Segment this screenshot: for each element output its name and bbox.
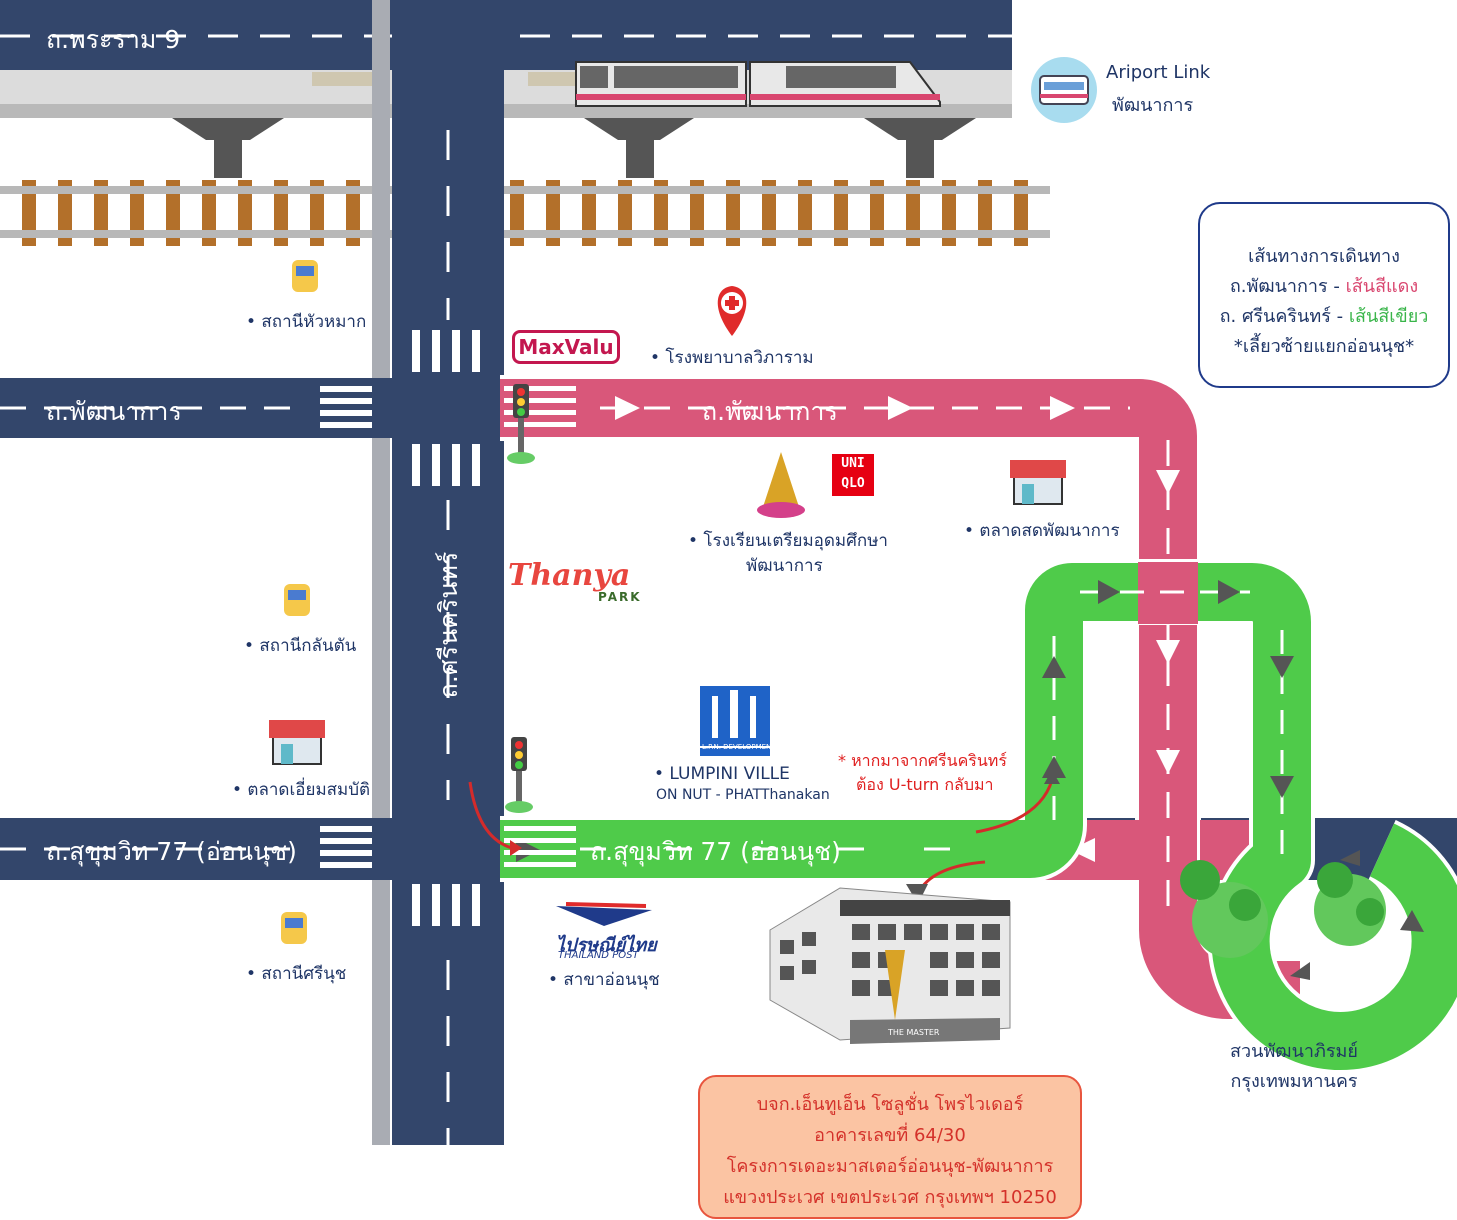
uturn-note-line2: ต้อง U-turn กลับมา bbox=[856, 775, 994, 794]
hospital-pin-icon bbox=[717, 286, 747, 336]
traffic-light-icon bbox=[505, 737, 533, 813]
thanya-logo-text: Thanya bbox=[508, 558, 631, 593]
traffic-light-icon bbox=[507, 384, 535, 464]
legend-red-line: เส้นสีแดง bbox=[1345, 276, 1419, 297]
road-name-srinakarin: ถ.ศรีนครินทร์ bbox=[434, 551, 463, 699]
legend-note: *เลี้ยวซ้ายแยกอ่อนนุช* bbox=[1233, 336, 1415, 357]
market-phatthanakan-label: • ตลาดสดพัฒนาการ bbox=[964, 521, 1120, 541]
road-name-sukhumvit-left: ถ.สุขุมวิท 77 (อ่อนนุช) bbox=[46, 837, 297, 866]
rama9-road bbox=[0, 0, 1012, 70]
route-legend: เส้นทางการเดินทาง ถ.พัฒนาการ - เส้นสีแดง… bbox=[1198, 202, 1450, 388]
phatthanakan-road-left bbox=[0, 378, 504, 438]
legend-title: เส้นทางการเดินทาง bbox=[1248, 246, 1400, 267]
legend-row-green: ถ. ศรีนครินทร์ - เส้นสีเขียว bbox=[1200, 302, 1448, 332]
station-kalantan-label: • สถานีกลันตัน bbox=[244, 636, 357, 656]
station-srinut-label: • สถานีศรีนุช bbox=[246, 964, 347, 984]
market-icon bbox=[1010, 460, 1066, 505]
lpn-logo-text: L.P.N. DEVELOPMENT bbox=[702, 743, 776, 751]
school-emblem-icon bbox=[757, 452, 805, 518]
post-branch-label: • สาขาอ่อนนุช bbox=[548, 970, 660, 990]
address-line1: บจก.เอ็นทูเอ็น โซลูชั่น โพรไวเดอร์ bbox=[756, 1094, 1024, 1115]
uniqlo-line2: QLO bbox=[841, 476, 865, 491]
legend-green-line: เส้นสีเขียว bbox=[1348, 306, 1429, 327]
lumpini-label-line1: • LUMPINI VILLE bbox=[654, 764, 790, 784]
school-label-line1: • โรงเรียนเตรียมอุดมศึกษา bbox=[688, 531, 888, 551]
railway-tracks bbox=[0, 180, 1050, 246]
airport-link-station: พัฒนาการ bbox=[1112, 95, 1194, 116]
airport-link-label: Ariport Link bbox=[1106, 62, 1211, 83]
park-label-line1: สวนพัฒนาภิรมย์ bbox=[1230, 1041, 1358, 1062]
thailand-post-logo-icon bbox=[556, 902, 652, 926]
legend-red-road: ถ.พัฒนาการ - bbox=[1229, 276, 1346, 297]
thanya-park-logo: Thanya bbox=[508, 558, 630, 593]
address-line4: แขวงประเวศ เขตประเวศ กรุงเทพฯ 10250 bbox=[723, 1187, 1057, 1208]
school-label-line2: พัฒนาการ bbox=[746, 556, 823, 576]
road-name-phatthanakan-right: ถ.พัฒนาการ bbox=[702, 397, 838, 426]
park-label-line2: กรุงเทพมหานคร bbox=[1230, 1071, 1358, 1092]
park-trees-icon bbox=[1180, 860, 1386, 958]
hospital-label: • โรงพยาบาลวิภาราม bbox=[650, 348, 814, 368]
uniqlo-logo: UNI QLO bbox=[832, 454, 874, 496]
thailand-post-logo-sub: THAILAND POST bbox=[558, 950, 639, 961]
building-sign: THE MASTER bbox=[888, 1028, 940, 1037]
station-icon bbox=[284, 584, 310, 616]
road-name-phatthanakan-left: ถ.พัฒนาการ bbox=[46, 397, 182, 426]
maxvalu-logo: MaxValu bbox=[512, 330, 620, 364]
address-line3: โครงการเดอะมาสเตอร์อ่อนนุช-พัฒนาการ bbox=[726, 1156, 1054, 1177]
legend-green-road: ถ. ศรีนครินทร์ - bbox=[1219, 306, 1349, 327]
station-icon bbox=[292, 260, 318, 292]
market-iam-label: • ตลาดเอี่ยมสมบัติ bbox=[232, 780, 371, 800]
legend-row-red: ถ.พัฒนาการ - เส้นสีแดง bbox=[1200, 272, 1448, 302]
station-huamak-label: • สถานีหัวหมาก bbox=[246, 312, 367, 332]
market-icon bbox=[269, 720, 325, 765]
uniqlo-line1: UNI bbox=[841, 456, 865, 471]
airport-link-icon bbox=[1031, 57, 1097, 123]
uturn-note-line1: * หากมาจากศรีนครินทร์ bbox=[838, 751, 1007, 770]
company-address-box: บจก.เอ็นทูเอ็น โซลูชั่น โพรไวเดอร์ อาคาร… bbox=[698, 1075, 1082, 1219]
thanya-park-text: PARK bbox=[598, 590, 642, 604]
building-icon bbox=[769, 887, 1011, 1044]
lumpini-label-line2: ON NUT - PHATThanakan bbox=[656, 787, 830, 803]
road-name-sukhumvit-right: ถ.สุขุมวิท 77 (อ่อนนุช) bbox=[590, 837, 841, 866]
thailand-post-logo-text: ไปรษณีย์ไทย bbox=[556, 935, 657, 956]
airport-link-train-icon bbox=[575, 61, 941, 107]
station-icon bbox=[281, 912, 307, 944]
lpn-logo-icon bbox=[700, 686, 770, 756]
address-line2: อาคารเลขที่ 64/30 bbox=[814, 1125, 966, 1146]
road-name-rama9: ถ.พระราม 9 bbox=[46, 25, 181, 54]
